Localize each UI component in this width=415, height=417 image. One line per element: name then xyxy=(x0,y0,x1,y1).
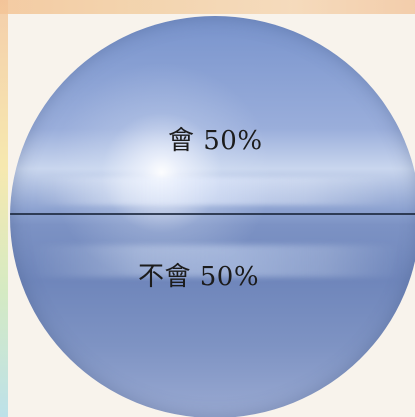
top-accent-band xyxy=(0,0,415,14)
left-accent-band xyxy=(0,0,8,417)
sphere-divider-line xyxy=(10,213,415,215)
globe-sphere: 會 50% 不會 50% xyxy=(10,16,415,417)
sphere-top-sheen xyxy=(35,177,396,205)
bottom-half-label: 不會 50% xyxy=(138,256,259,293)
top-half-label: 會 50% xyxy=(168,120,263,157)
